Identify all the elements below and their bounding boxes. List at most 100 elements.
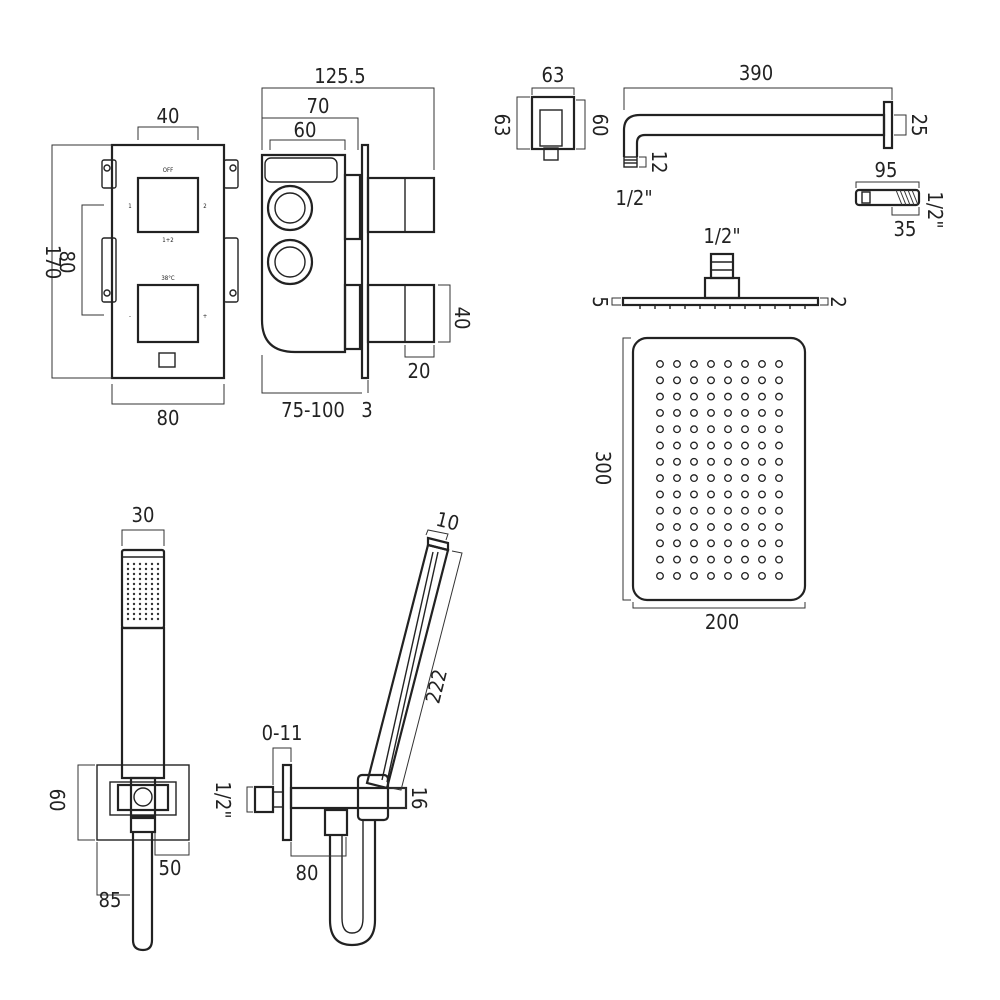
shower-head-side-view: 1/2" 5 2: [588, 224, 850, 309]
nozzle-dot: [673, 376, 681, 385]
head-plate-side: [621, 296, 820, 307]
dim-label-width-bottom: 80: [157, 406, 180, 430]
dim-line-25: [894, 114, 907, 136]
handset-nozzle-dot: [132, 577, 136, 581]
nozzle-dot: [656, 571, 664, 580]
handset-nozzle-dot: [156, 562, 160, 566]
nozzle-dot: [775, 571, 783, 580]
nozzle-dot: [758, 360, 766, 368]
handset-nozzle-dot: [132, 617, 136, 621]
nozzle-dot: [656, 474, 664, 483]
label-minus: -: [129, 313, 131, 320]
valve-cartridge-lower: [266, 238, 314, 286]
nozzle-dot: [724, 506, 732, 515]
nozzle-dot: [656, 376, 664, 385]
handset-nozzle-dot: [132, 587, 136, 591]
nozzle-dot: [775, 376, 783, 385]
dim-label-end-length: 95: [875, 158, 898, 182]
handset-nozzle-dot: [126, 562, 130, 566]
head-plate-top: [631, 336, 807, 602]
handset-nozzle-grid: [126, 562, 160, 621]
dim-line-80-vertical: [81, 204, 104, 316]
nozzle-dot: [656, 490, 664, 499]
nozzle-dot: [741, 425, 749, 434]
dim-label-plate: 3: [361, 398, 372, 422]
dim-label-head-inlet: 1/2": [703, 224, 740, 248]
dim-label-adjust: 0-11: [262, 721, 303, 745]
dim-label-head-right: 2: [826, 296, 850, 307]
nozzle-dot: [673, 425, 681, 434]
dim-label-elbow-height-right: 60: [588, 114, 612, 137]
handset-nozzle-dot: [126, 577, 130, 581]
nozzle-dot: [656, 425, 664, 434]
shower-head-top-view: 300 200: [591, 336, 807, 634]
dim-label-head-height: 300: [591, 451, 615, 485]
head-nozzle-grid: [656, 360, 783, 580]
arm-end-view: 95 1/2" 35: [854, 158, 947, 241]
nozzle-dot: [690, 523, 698, 531]
nozzle-dot: [673, 506, 681, 515]
dim-label-elbow-height-left: 63: [490, 114, 514, 137]
handset-nozzle-dot: [144, 602, 148, 606]
handset-nozzle-dot: [132, 562, 136, 566]
handset-nozzle-dot: [150, 607, 154, 611]
valve-wall-plate: [360, 143, 370, 380]
handset-nozzle-dot: [138, 567, 142, 571]
nozzle-dot: [758, 474, 766, 483]
nozzle-dot: [724, 376, 732, 385]
handset-nozzle-dot: [138, 577, 142, 581]
handset-nozzle-dot: [126, 597, 130, 601]
nozzle-dot: [673, 523, 681, 531]
handset-nozzle-dot: [156, 602, 160, 606]
nozzle-dot: [758, 490, 766, 499]
dim-label-elbow-width: 63: [542, 63, 565, 87]
handset-nozzle-dot: [132, 572, 136, 576]
arm-end-collar: [861, 191, 871, 204]
nozzle-dot: [656, 506, 664, 515]
handset-nozzle-dot: [150, 592, 154, 596]
dim-label-outlet-width: 50: [159, 856, 182, 880]
nozzle-dot: [724, 457, 732, 466]
handset-nozzle-dot: [138, 587, 142, 591]
temperature-control-knob: [136, 283, 200, 344]
nozzle-dot: [656, 539, 664, 548]
handset-nozzle-dot: [144, 572, 148, 576]
dim-label-head-left: 5: [588, 296, 612, 307]
handset-nozzle-dot: [150, 567, 154, 571]
dim-label-head-width: 200: [705, 610, 739, 634]
nozzle-dot: [758, 408, 766, 417]
holder-threaded-inlet: [253, 785, 275, 814]
dim-line-200: [632, 602, 806, 609]
dim-label-60: 60: [294, 118, 317, 142]
nozzle-dot: [673, 441, 681, 450]
dim-label-arm-thread: 12: [647, 151, 671, 174]
dim-label-arm-inlet: 1/2": [615, 186, 652, 210]
nozzle-dot: [741, 408, 749, 417]
valve-spindle-upper: [343, 173, 362, 241]
nozzle-dot: [741, 523, 749, 531]
handset-nozzle-dot: [150, 582, 154, 586]
dim-line-390: [623, 87, 893, 110]
nozzle-dot: [758, 392, 766, 401]
dim-label-end-width: 35: [894, 217, 917, 241]
dim-line-50: [154, 832, 190, 856]
dim-line-5: [611, 297, 621, 306]
arm-end-thread: [895, 189, 919, 206]
dim-line-10: [425, 529, 449, 541]
nozzle-dot: [724, 539, 732, 548]
nozzle-dot: [690, 457, 698, 466]
label-off: OFF: [163, 167, 173, 174]
nozzle-dot: [707, 392, 715, 401]
handset-side-line-2: [386, 551, 439, 783]
handset-nozzle-dot: [150, 597, 154, 601]
shower-arm-flange: [882, 100, 894, 150]
handset-nozzle-dot: [132, 567, 136, 571]
nozzle-dot: [690, 474, 698, 483]
dim-line-85: [96, 842, 130, 896]
handset-nozzle-dot: [132, 582, 136, 586]
handset-nozzle-dot: [138, 582, 142, 586]
nozzle-dot: [758, 523, 766, 531]
holder-outlet-nut: [323, 808, 349, 837]
handset-nozzle-dot: [150, 602, 154, 606]
